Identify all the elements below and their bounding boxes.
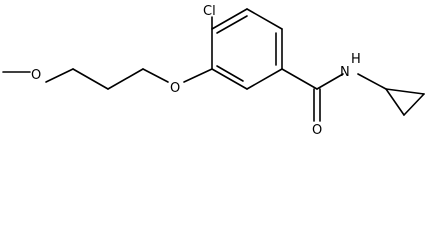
bond-nitrogen-cyclopropyl [357,73,387,90]
ether-oxygen-atom-label: O [170,81,180,96]
ring-bond-c5-c6 [211,68,248,90]
carbonyl-oxygen-atom-label: O [312,123,322,137]
ring-bond-c4-c5 [246,68,283,90]
amide-nitrogen-atom-label: N [340,65,350,80]
methoxy-oxygen-atom-label: O [31,68,41,83]
ring-double-bond-inner-3 [216,65,244,82]
bond-chain-c3-methoxy-oxygen [45,68,74,83]
chemical-structure-drawing: Cl O O O H N [2,4,425,137]
ring-bond-c1-c2 [211,8,248,30]
bond-ring-ether-oxygen [183,68,213,83]
bond-oxygen-chain-c1 [142,68,169,83]
ring-double-bond-inner-1 [216,15,248,34]
cyclopropyl-bond-2 [385,88,425,95]
amide-hydrogen-atom-label: H [351,52,361,67]
cyclopropyl-ring [385,88,425,116]
bond-carbonyl-carbon-nitrogen [316,73,344,90]
structure-canvas: Cl O O O H N [2,4,425,137]
benzene-ring [211,8,283,90]
cyclopropyl-bond-3 [403,93,425,116]
ring-bond-c2-c3 [246,8,283,30]
bond-chain-c1-c2 [107,68,144,90]
bond-chain-c2-c3 [72,68,109,90]
bond-ring-carbonyl-carbon [281,68,318,90]
cyclopropyl-bond-1 [385,88,405,116]
chlorine-atom-label: Cl [203,4,216,19]
